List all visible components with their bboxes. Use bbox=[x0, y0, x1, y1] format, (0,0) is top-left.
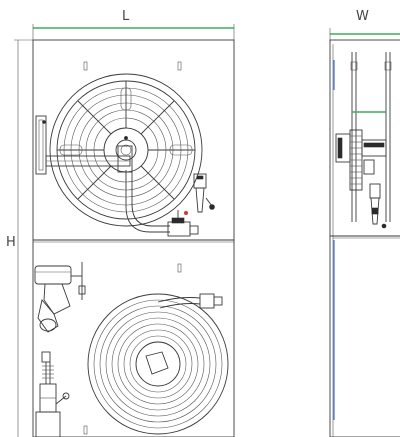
front-view: L H bbox=[6, 9, 235, 437]
reel-mounting-arm bbox=[35, 115, 133, 175]
width-dimension: W bbox=[329, 9, 400, 42]
landing-valve bbox=[34, 262, 86, 333]
side-nozzle bbox=[369, 183, 387, 229]
mounting-slots bbox=[83, 61, 182, 435]
front-cabinet-outline bbox=[32, 39, 235, 437]
reel-shutoff-valve bbox=[167, 210, 199, 237]
height-dimension: H bbox=[6, 39, 33, 437]
reel-nozzle bbox=[193, 173, 215, 213]
length-dimension: L bbox=[32, 9, 235, 40]
hose-lead bbox=[125, 170, 170, 233]
branch-pipe-nozzle bbox=[35, 351, 70, 437]
side-cabinet-outline bbox=[329, 39, 400, 437]
length-label: L bbox=[122, 9, 130, 24]
width-label: W bbox=[356, 9, 369, 24]
side-rails bbox=[350, 52, 392, 222]
coiled-fire-hose bbox=[87, 293, 229, 435]
hose-reel bbox=[49, 73, 203, 227]
height-label: H bbox=[6, 235, 16, 250]
side-view: W bbox=[329, 9, 400, 437]
side-reel-assembly bbox=[335, 111, 387, 191]
